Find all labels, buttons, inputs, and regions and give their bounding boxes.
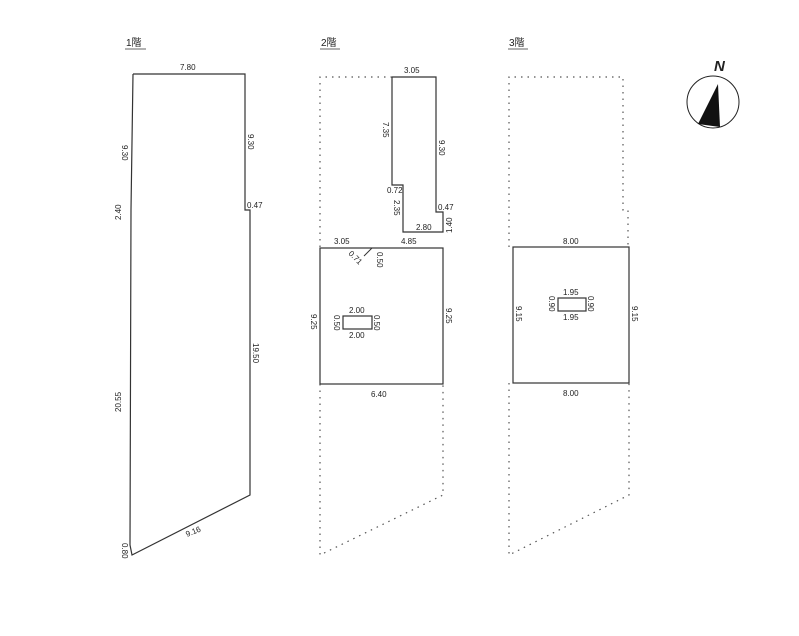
floor-1-plan: 1階 7.80 9.30 9.30 0.47 2.40 20.55 19.50 … [114,37,263,559]
dim-label: 0.90 [547,296,556,312]
dim-label: 0.72 [387,186,403,195]
floor-2-plan: 2階 3.05 7.35 9.30 0.72 0.47 2.35 1.40 2.… [309,37,454,556]
dim-label: 9.15 [514,306,523,322]
floor-3-title: 3階 [509,37,525,49]
dim-label: 9.15 [630,306,639,322]
floor-3-main-box [512,246,630,384]
dim-label: 2.00 [349,331,365,340]
north-compass: N [686,58,740,129]
floor-2-title: 2階 [321,37,337,49]
dim-label: 7.80 [180,63,196,72]
floor-2-void [342,315,373,330]
dim-label: 2.00 [349,306,365,315]
dim-label: 0.50 [375,252,384,268]
compass-label: N [714,58,726,75]
dim-label: 0.90 [586,296,595,312]
dim-label: 9.25 [444,308,453,324]
dim-label: 8.00 [563,389,579,398]
floor-3-void [557,297,587,312]
dim-label: 0.47 [247,201,263,210]
dim-label: 2.80 [416,223,432,232]
dim-label: 1.95 [563,288,579,297]
dim-label: 9.25 [309,314,318,330]
dim-label: 6.40 [371,390,387,399]
dim-label: 9.30 [246,134,255,150]
dim-label: 3.05 [334,237,350,246]
dim-label: 1.40 [445,217,454,233]
dim-label: 9.30 [120,145,129,161]
dim-label: 7.35 [381,122,390,138]
floor-1-outline [129,73,251,556]
dim-label: 4.85 [401,237,417,246]
dim-label: 0.50 [332,315,341,331]
floor-1-title: 1階 [126,37,142,49]
floor-3-plan: 3階 8.00 8.00 9.15 9.15 1.95 1.95 0.90 0.… [508,37,639,556]
dim-label: 0.71 [347,249,365,267]
dim-label: 3.05 [404,66,420,75]
dim-label: 1.95 [563,313,579,322]
dim-label: 2.40 [114,204,123,220]
dim-label: 8.00 [563,237,579,246]
floor-2-upper-wing [391,76,444,233]
dim-label: 9.30 [437,140,446,156]
dim-label: 20.55 [114,391,123,412]
north-arrow-icon [698,84,720,127]
dim-label: 2.35 [392,200,401,216]
dim-label: 19.50 [251,343,260,364]
floor-2-main-box [319,247,444,385]
dim-label: 0.80 [120,543,129,559]
dim-label: 0.47 [438,203,454,212]
dim-label: 0.50 [372,315,381,331]
